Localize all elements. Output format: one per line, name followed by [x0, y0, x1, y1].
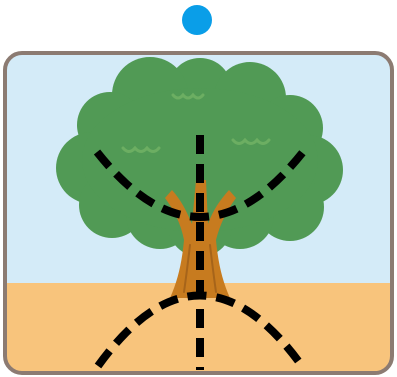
- picture-frame: [3, 51, 394, 375]
- symmetry-lines: [93, 135, 307, 370]
- canopy-curve-line: [93, 149, 307, 221]
- scene: [5, 53, 392, 373]
- foliage-detail-marks: [121, 92, 271, 153]
- trunk-detail-marks: [183, 244, 217, 293]
- ground-arc-line: [94, 291, 306, 369]
- indicator-dot-icon[interactable]: [182, 5, 212, 35]
